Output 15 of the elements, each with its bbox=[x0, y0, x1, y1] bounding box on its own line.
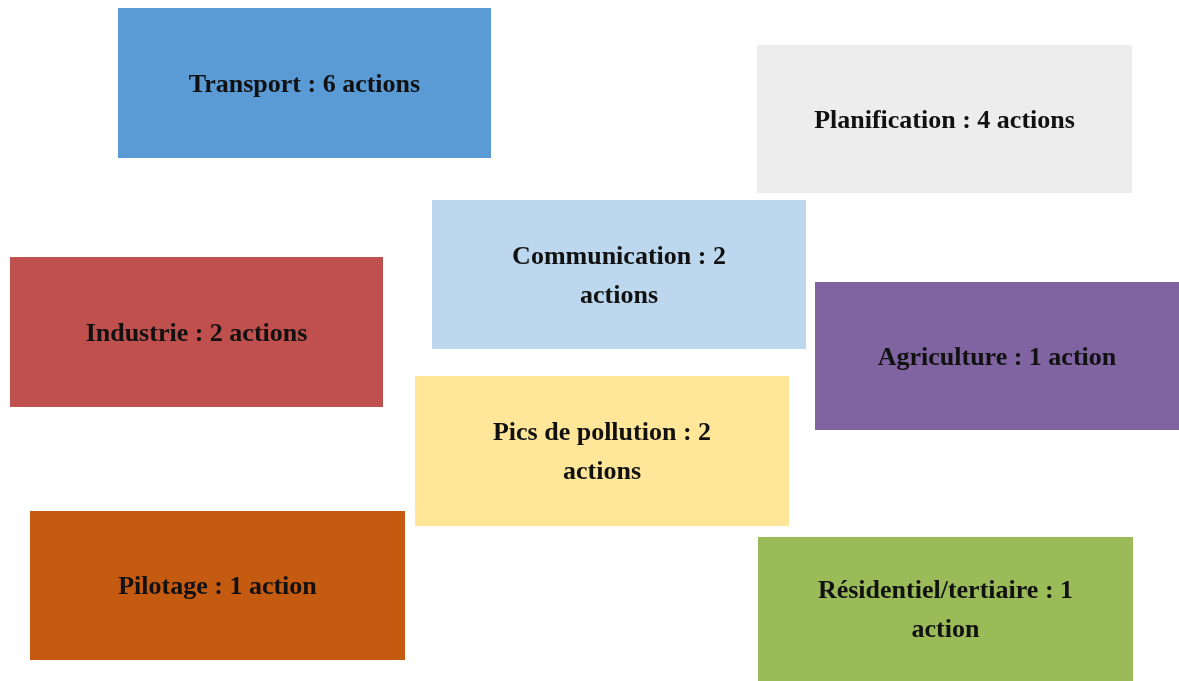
category-label: Planification : 4 actions bbox=[814, 103, 1075, 136]
category-box bbox=[30, 511, 405, 660]
category-label: Communication : 2 actions bbox=[511, 239, 727, 311]
category-box bbox=[118, 8, 491, 158]
category-label: Transport : 6 actions bbox=[188, 67, 421, 100]
category-box bbox=[10, 257, 383, 407]
category-box bbox=[432, 200, 806, 349]
category-label: Résidentiel/tertiaire : 1 action bbox=[816, 574, 1075, 645]
category-box bbox=[415, 376, 789, 526]
category-box bbox=[758, 537, 1133, 681]
category-label: Pilotage : 1 action bbox=[118, 570, 317, 602]
category-label: Pics de pollution : 2 actions bbox=[491, 416, 713, 487]
category-box bbox=[815, 282, 1179, 430]
category-label: Industrie : 2 actions bbox=[85, 316, 308, 349]
category-label: Agriculture : 1 action bbox=[877, 340, 1117, 373]
